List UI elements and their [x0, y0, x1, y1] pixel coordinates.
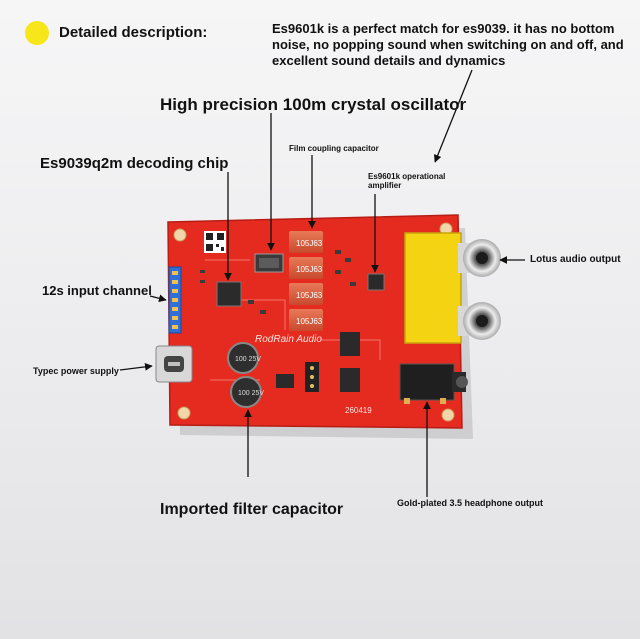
cap-marking: 105J63	[296, 239, 323, 248]
cap-marking: 105J63	[296, 291, 323, 300]
jumper-header	[305, 362, 319, 392]
regulator-chip	[276, 374, 294, 388]
typec-power-label: Typec power supply	[33, 366, 119, 376]
voltage-regulator	[340, 332, 360, 356]
filter-capacitor-label: Imported filter capacitor	[160, 501, 344, 518]
voltage-regulator	[340, 368, 360, 392]
cap-marking: 105J63	[296, 317, 323, 326]
mount-hole	[177, 406, 191, 420]
qr-code	[204, 231, 226, 253]
board-brand: RodRain Audio	[255, 334, 322, 345]
electrolytic-capacitors	[227, 342, 262, 408]
board-code: 260419	[345, 406, 372, 415]
lotus-output-label: Lotus audio output	[530, 254, 621, 265]
cap-marking: 105J63	[296, 265, 323, 274]
detailed-description-heading: Detailed description:	[59, 24, 208, 41]
es9601k-opamp	[367, 273, 385, 291]
i2s-input-label: 12s input channel	[42, 283, 152, 298]
mount-hole	[441, 408, 455, 422]
svg-text:100 25V: 100 25V	[238, 390, 264, 397]
headphone-output-label: Gold-plated 3.5 headphone output	[397, 498, 543, 508]
rca-connector-block	[404, 232, 501, 344]
decoding-chip-label: Es9039q2m decoding chip	[40, 155, 229, 172]
callout-typec	[119, 363, 153, 371]
svg-text:100 25V: 100 25V	[235, 356, 261, 363]
es9601k-description: Es9601k is a perfect match for es9039. i…	[272, 21, 624, 68]
callout-opamp-description	[434, 69, 473, 163]
i2s-pin-header	[168, 266, 182, 334]
yellow-bullet-dot	[25, 21, 49, 45]
film-capacitor-label: Film coupling capacitor	[289, 144, 379, 153]
usb-c-port	[155, 345, 193, 383]
mount-hole	[173, 228, 187, 242]
es9039-chip	[216, 281, 242, 307]
callout-i2s	[149, 294, 167, 303]
crystal-oscillator-label: High precision 100m crystal oscillator	[160, 95, 467, 114]
film-capacitors	[289, 231, 323, 331]
opamp-label: Es9601k operational amplifier	[368, 172, 446, 190]
headphone-jack	[399, 363, 468, 404]
